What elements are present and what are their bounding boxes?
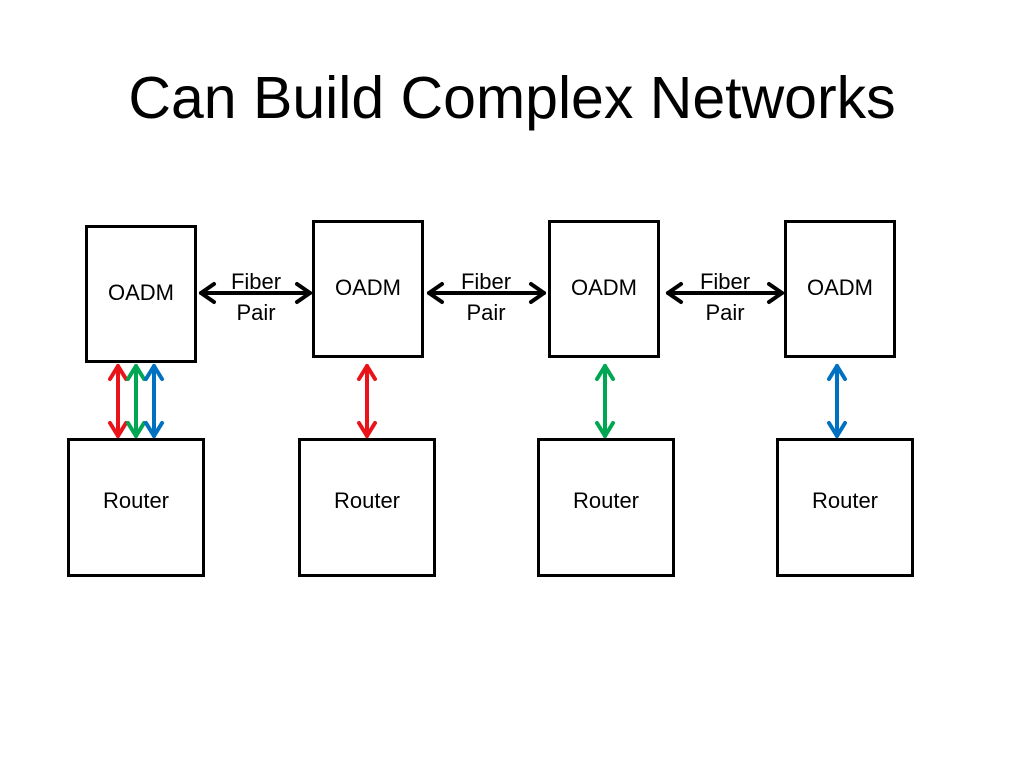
wavelength-arrow-green-1 (126, 364, 146, 438)
oadm-node-3: OADM (548, 220, 660, 358)
router-label: Router (102, 488, 170, 513)
fiber-arrow-1 (199, 282, 312, 304)
router-node-3: Router (537, 438, 675, 577)
oadm-node-2: OADM (312, 220, 424, 358)
oadm-label: OADM (108, 280, 174, 305)
fiber-label-line1: Fiber (460, 269, 512, 294)
router-label: Router (333, 488, 401, 513)
router-node-1: Router (67, 438, 205, 577)
router-label: Router (572, 488, 640, 513)
fiber-pair-label-1: Fiber Pair (216, 266, 296, 328)
fiber-label-line1: Fiber (699, 269, 751, 294)
slide-title: Can Build Complex Networks (128, 65, 896, 131)
router-label: Router (811, 488, 879, 513)
oadm-label: OADM (807, 275, 873, 300)
fiber-label-line2: Pair (466, 300, 506, 325)
fiber-arrow-3 (666, 282, 784, 304)
wavelength-arrow-red-1 (108, 364, 128, 438)
oadm-node-1: OADM (85, 225, 197, 363)
oadm-label: OADM (335, 275, 401, 300)
router-node-4: Router (776, 438, 914, 577)
wavelength-arrow-red-2 (357, 364, 377, 438)
fiber-pair-label-2: Fiber Pair (446, 266, 526, 328)
wavelength-arrow-blue-1 (144, 364, 164, 438)
oadm-label: OADM (571, 275, 637, 300)
oadm-node-4: OADM (784, 220, 896, 358)
router-node-2: Router (298, 438, 436, 577)
fiber-pair-label-3: Fiber Pair (685, 266, 765, 328)
wavelength-arrow-blue-2 (827, 364, 847, 438)
wavelength-arrow-green-2 (595, 364, 615, 438)
fiber-arrow-2 (427, 282, 546, 304)
fiber-label-line2: Pair (705, 300, 745, 325)
fiber-label-line2: Pair (236, 300, 276, 325)
fiber-label-line1: Fiber (230, 269, 282, 294)
